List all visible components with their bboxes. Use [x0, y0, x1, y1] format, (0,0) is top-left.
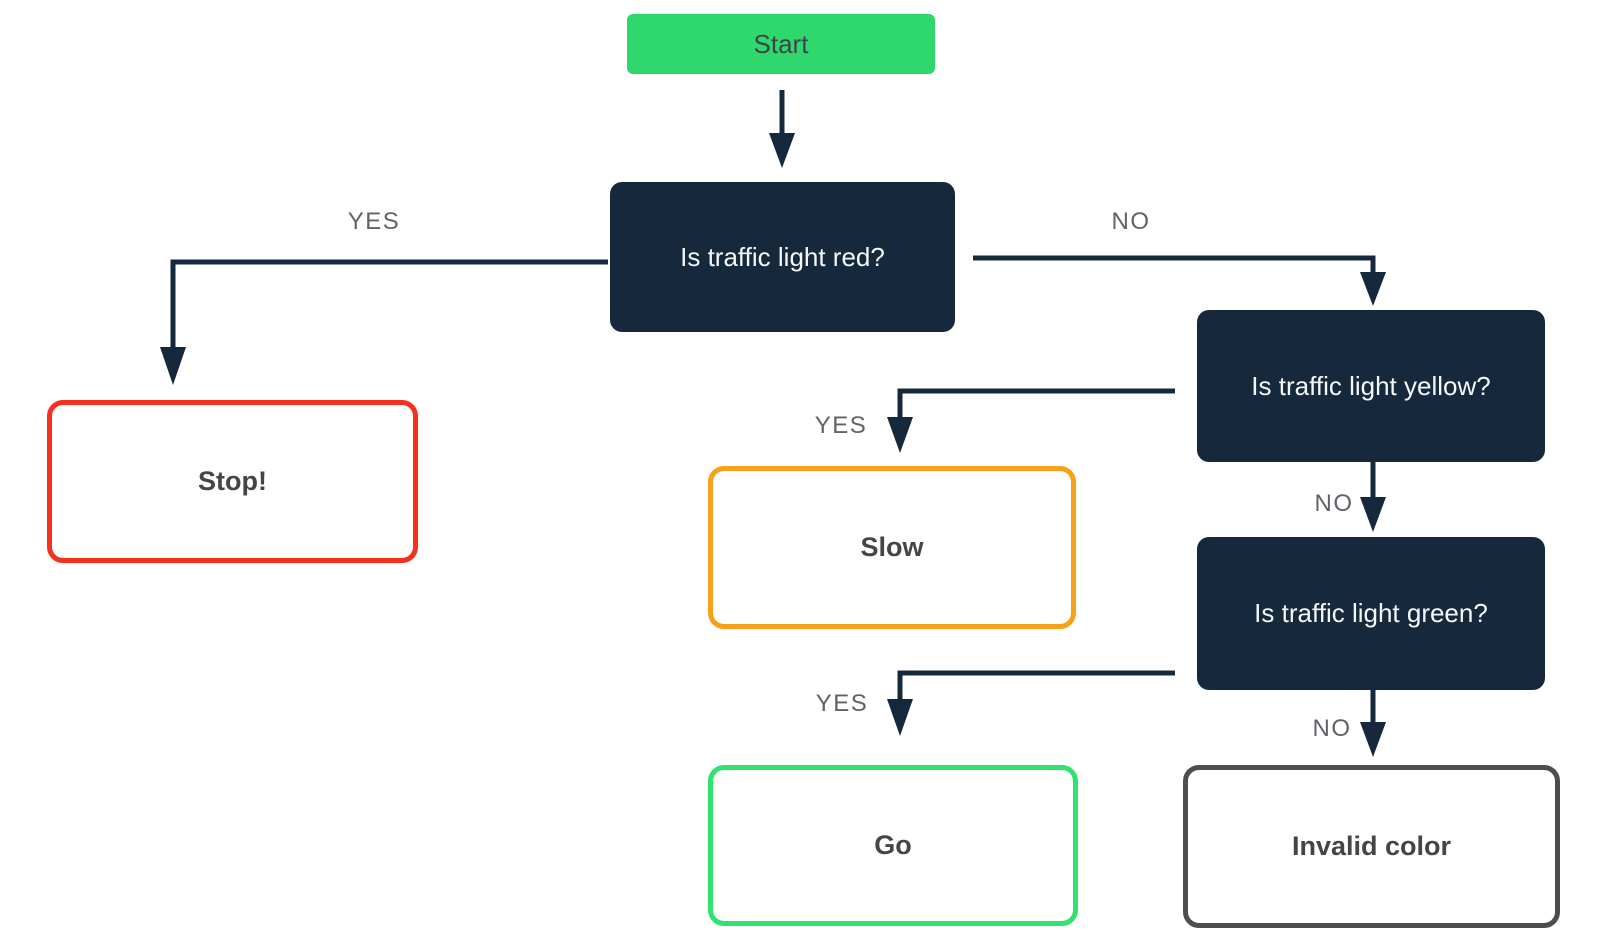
edge-label-red-yes: YES — [347, 208, 401, 235]
arrowhead-down-icon — [1360, 722, 1386, 757]
node-stop: Stop! — [47, 400, 418, 563]
node-slow: Slow — [708, 466, 1076, 629]
edge-start-to-red — [769, 90, 795, 168]
node-question-yellow: Is traffic light yellow? — [1197, 310, 1545, 462]
edge-red-yes — [160, 259, 608, 385]
node-start: Start — [627, 14, 935, 74]
arrowhead-down-icon — [160, 347, 186, 385]
edge-green-no — [1360, 690, 1386, 757]
arrowhead-down-icon — [769, 133, 795, 168]
node-question-red: Is traffic light red? — [610, 182, 955, 332]
arrowhead-down-icon — [1360, 272, 1386, 306]
edge-yellow-no — [1360, 462, 1386, 532]
edge-yellow-yes — [887, 388, 1175, 453]
arrowhead-down-icon — [887, 417, 913, 453]
edge-label-yellow-no: NO — [1314, 490, 1354, 517]
node-invalid-color: Invalid color — [1183, 765, 1560, 928]
node-question-green: Is traffic light green? — [1197, 537, 1545, 690]
edge-label-green-yes: YES — [815, 690, 869, 717]
arrowhead-down-icon — [887, 699, 913, 736]
edge-label-green-no: NO — [1312, 715, 1352, 742]
edge-label-yellow-yes: YES — [814, 412, 868, 439]
edge-red-no — [973, 255, 1386, 306]
edge-label-red-no: NO — [1111, 208, 1151, 235]
edge-green-yes — [887, 670, 1175, 736]
node-go: Go — [708, 765, 1078, 926]
arrowhead-down-icon — [1360, 497, 1386, 532]
